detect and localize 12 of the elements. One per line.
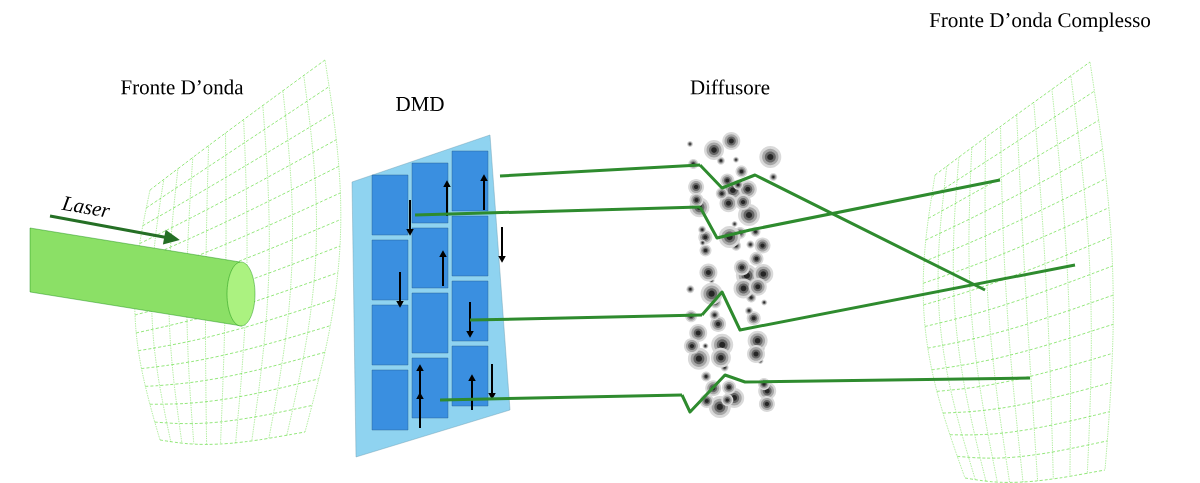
text-label: DMD [396,97,444,111]
light-ray [698,178,1001,240]
text-label: Fronte D’onda Complesso [929,12,1151,32]
text-label: Fronte D’onda [121,79,244,95]
light-ray [469,313,703,322]
light-ray [414,205,701,217]
text-label: Diffusore [690,79,770,95]
light-ray [680,373,1031,414]
light-ray [499,163,701,178]
light-ray [698,163,986,292]
light-ray [439,393,683,402]
light-ray [700,263,1076,332]
